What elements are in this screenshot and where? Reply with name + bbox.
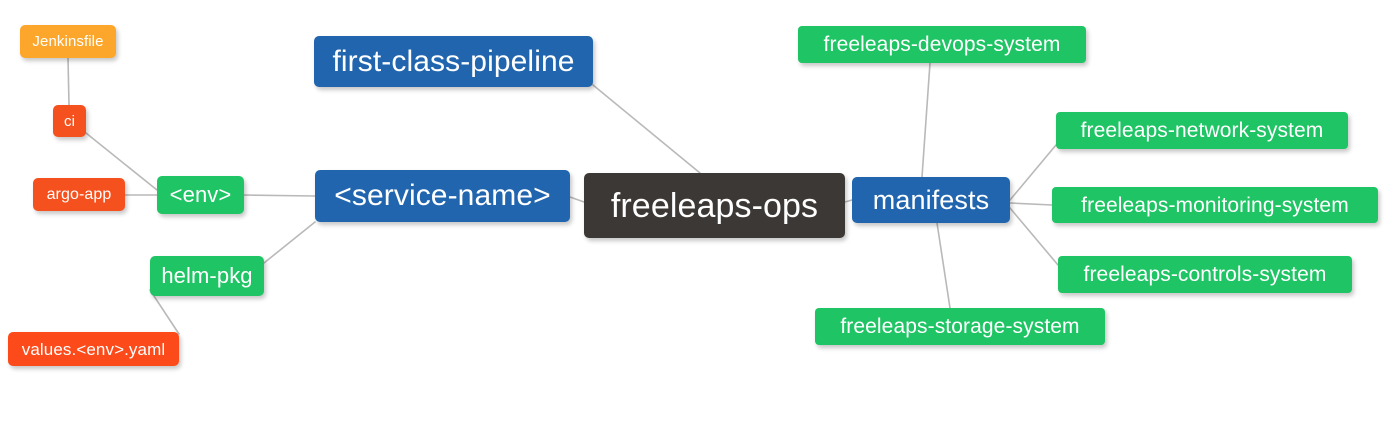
edge-manifests-to-freeleaps-storage-system xyxy=(936,222,951,309)
mindmap-node-freeleaps-ops[interactable]: freeleaps-ops xyxy=(584,173,845,238)
mindmap-node-freeleaps-storage-system[interactable]: freeleaps-storage-system xyxy=(815,308,1105,345)
node-label-env: <env> xyxy=(169,182,232,207)
edge-service-name-to-helm-pkg xyxy=(263,221,316,264)
mindmap-node-freeleaps-controls-system[interactable]: freeleaps-controls-system xyxy=(1058,256,1352,293)
mindmap-node-freeleaps-monitoring-system[interactable]: freeleaps-monitoring-system xyxy=(1052,187,1378,223)
node-label-manifests: manifests xyxy=(872,184,990,215)
mindmap-node-ci[interactable]: ci xyxy=(53,105,86,137)
node-label-first-class-pipeline: first-class-pipeline xyxy=(332,44,575,78)
edge-manifests-to-freeleaps-devops-system xyxy=(921,62,931,178)
edge-freeleaps-ops-to-manifests xyxy=(844,199,853,203)
mindmap-node-jenkinsfile[interactable]: Jenkinsfile xyxy=(20,25,116,58)
node-label-service-name: <service-name> xyxy=(334,179,551,212)
node-label-freeleaps-network-system: freeleaps-network-system xyxy=(1080,119,1324,142)
node-label-argo-app: argo-app xyxy=(46,185,112,203)
edge-manifests-to-freeleaps-controls-system xyxy=(1009,207,1059,266)
edge-first-class-pipeline-to-freeleaps-ops xyxy=(592,84,701,174)
node-label-jenkinsfile: Jenkinsfile xyxy=(32,33,104,50)
node-label-freeleaps-controls-system: freeleaps-controls-system xyxy=(1083,263,1327,286)
mindmap-node-helm-pkg[interactable]: helm-pkg xyxy=(150,256,264,296)
node-label-freeleaps-storage-system: freeleaps-storage-system xyxy=(840,315,1080,338)
node-label-helm-pkg: helm-pkg xyxy=(161,263,253,288)
edge-env-to-service-name xyxy=(243,194,316,197)
mindmap-node-service-name[interactable]: <service-name> xyxy=(315,170,570,222)
node-label-ci: ci xyxy=(63,112,76,130)
edge-manifests-to-freeleaps-monitoring-system xyxy=(1009,202,1053,206)
mindmap-node-values-env-yaml[interactable]: values.<env>.yaml xyxy=(8,332,179,366)
edge-manifests-to-freeleaps-network-system xyxy=(1009,144,1057,201)
mindmap-node-freeleaps-network-system[interactable]: freeleaps-network-system xyxy=(1056,112,1348,149)
mindmap-node-argo-app[interactable]: argo-app xyxy=(33,178,125,211)
mindmap-node-manifests[interactable]: manifests xyxy=(852,177,1010,223)
mindmap-node-freeleaps-devops-system[interactable]: freeleaps-devops-system xyxy=(798,26,1086,63)
node-label-freeleaps-devops-system: freeleaps-devops-system xyxy=(823,33,1061,56)
mindmap-node-first-class-pipeline[interactable]: first-class-pipeline xyxy=(314,36,593,87)
edge-jenkinsfile-to-ci xyxy=(67,57,70,106)
node-label-freeleaps-monitoring-system: freeleaps-monitoring-system xyxy=(1081,193,1349,217)
node-label-freeleaps-ops: freeleaps-ops xyxy=(610,186,819,225)
edge-service-name-to-freeleaps-ops xyxy=(569,196,585,203)
edge-helm-pkg-to-values-env-yaml xyxy=(149,289,180,335)
node-label-values-env-yaml: values.<env>.yaml xyxy=(21,339,166,359)
mindmap-node-env[interactable]: <env> xyxy=(157,176,244,214)
